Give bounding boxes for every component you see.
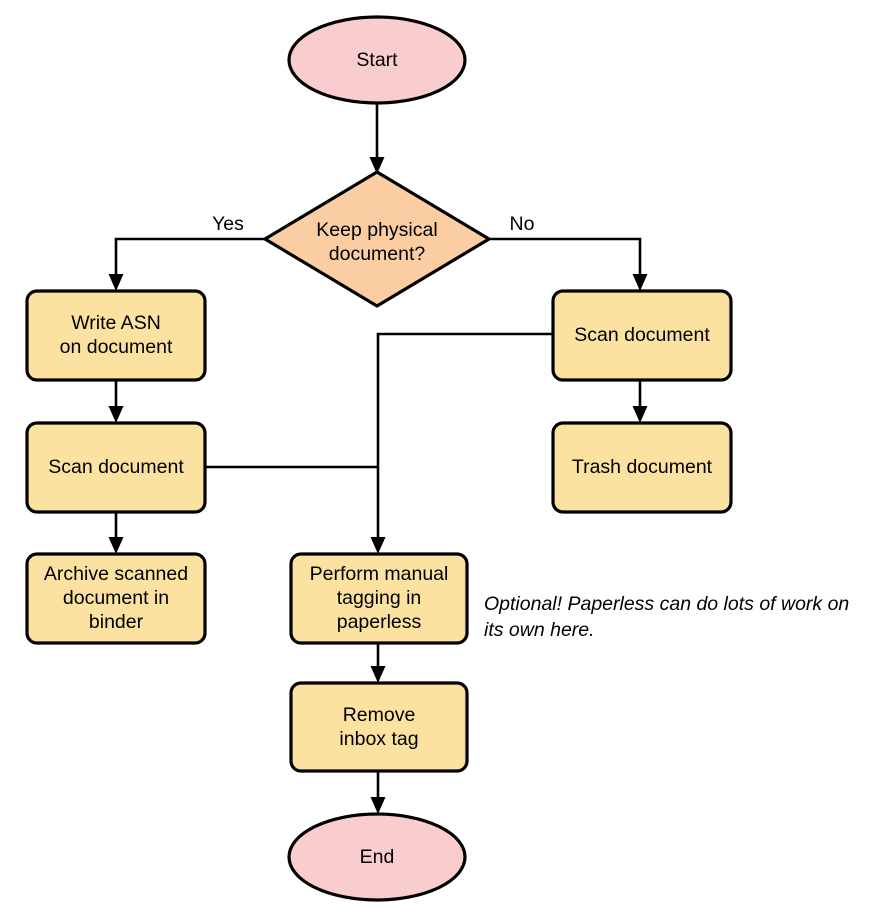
node-tagging-label-line2: tagging in bbox=[337, 587, 422, 609]
edge-scan-right-to-tagging bbox=[370, 332, 552, 554]
edge-line bbox=[376, 332, 552, 543]
note-line-1: Optional! Paperless can do lots of work … bbox=[484, 593, 849, 615]
node-write-asn-label-line1: Write ASN bbox=[71, 312, 161, 334]
archive-box[interactable] bbox=[25, 552, 207, 645]
end-ellipse[interactable] bbox=[287, 812, 467, 902]
edge-label-no: No bbox=[510, 213, 535, 235]
start-ellipse[interactable] bbox=[287, 15, 467, 105]
edge-line bbox=[490, 237, 642, 280]
node-write-asn-label-line2: on document bbox=[60, 336, 173, 358]
node-scan-document-left[interactable]: Scan document bbox=[25, 421, 207, 514]
remove-inbox-tag-box[interactable] bbox=[289, 681, 469, 773]
edge-start-to-decision bbox=[369, 103, 385, 174]
edge-remove-inbox-to-end bbox=[370, 771, 386, 814]
node-remove-inbox-tag[interactable]: Remove inbox tag bbox=[289, 681, 469, 773]
edge-decision-yes-to-write-asn bbox=[108, 237, 264, 291]
node-start-label: Start bbox=[356, 49, 398, 71]
node-scan-document-right-label: Scan document bbox=[574, 324, 710, 346]
edge-scan-right-to-trash bbox=[632, 380, 648, 423]
node-perform-manual-tagging[interactable]: Perform manual tagging in paperless bbox=[289, 552, 469, 645]
node-trash-document-label: Trash document bbox=[572, 456, 713, 478]
node-start[interactable]: Start bbox=[287, 15, 467, 105]
edge-write-asn-to-scan-left bbox=[108, 380, 124, 423]
node-end[interactable]: End bbox=[287, 812, 467, 902]
tagging-box[interactable] bbox=[289, 552, 469, 645]
edge-line bbox=[114, 237, 264, 280]
arrow-head-icon bbox=[108, 537, 124, 554]
arrow-head-icon bbox=[370, 797, 386, 814]
node-write-asn[interactable]: Write ASN on document bbox=[25, 289, 207, 382]
arrow-head-icon bbox=[108, 274, 124, 291]
node-scan-document-left-label: Scan document bbox=[48, 456, 184, 478]
node-decision-label-line2: document? bbox=[329, 243, 426, 265]
scan-document-left-box[interactable] bbox=[25, 421, 207, 514]
node-decision-label-line1: Keep physical bbox=[316, 219, 437, 241]
arrow-head-icon bbox=[369, 157, 385, 174]
decision-diamond[interactable] bbox=[263, 170, 491, 308]
node-archive-scanned-document[interactable]: Archive scanned document in binder bbox=[25, 552, 207, 645]
node-trash-document[interactable]: Trash document bbox=[551, 421, 733, 514]
edge-decision-no-to-scan-right bbox=[490, 237, 648, 291]
trash-document-box[interactable] bbox=[551, 421, 733, 514]
write-asn-box[interactable] bbox=[25, 289, 207, 382]
note-optional-paperless: Optional! Paperless can do lots of work … bbox=[484, 593, 849, 641]
node-remove-inbox-label-line2: inbox tag bbox=[339, 728, 418, 750]
node-end-label: End bbox=[360, 846, 395, 868]
arrow-head-icon bbox=[108, 406, 124, 423]
arrow-head-icon bbox=[370, 537, 386, 554]
node-tagging-label-line3: paperless bbox=[337, 611, 422, 633]
arrow-head-icon bbox=[632, 274, 648, 291]
node-archive-label-line2: document in bbox=[63, 587, 169, 609]
node-archive-label-line3: binder bbox=[89, 611, 144, 633]
edge-scan-left-to-archive bbox=[108, 511, 124, 554]
arrow-head-icon bbox=[632, 406, 648, 423]
note-line-2: its own here. bbox=[484, 619, 595, 641]
node-scan-document-right[interactable]: Scan document bbox=[551, 289, 733, 382]
edge-tagging-to-remove-inbox bbox=[370, 643, 386, 683]
node-archive-label-line1: Archive scanned bbox=[44, 563, 188, 585]
scan-document-right-box[interactable] bbox=[551, 289, 733, 382]
node-remove-inbox-label-line1: Remove bbox=[343, 704, 416, 726]
arrow-head-icon bbox=[370, 666, 386, 683]
node-decision-keep-physical-document[interactable]: Keep physical document? bbox=[263, 170, 491, 308]
edge-label-yes: Yes bbox=[212, 213, 244, 235]
node-tagging-label-line1: Perform manual bbox=[310, 563, 449, 585]
